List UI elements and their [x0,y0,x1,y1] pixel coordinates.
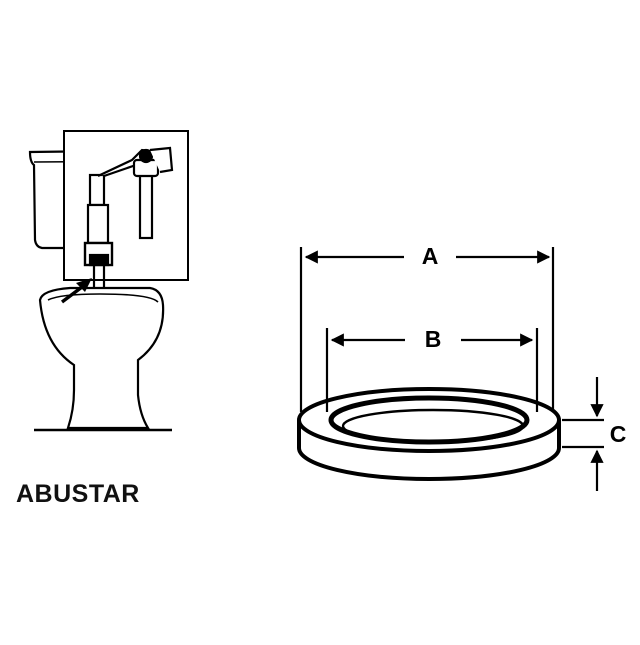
label-a: A [422,243,439,269]
toilet-illustration [28,130,189,432]
dimension-c [562,377,604,491]
label-c: C [610,421,627,447]
dimension-a [299,247,555,412]
toilet-bowl [38,286,165,430]
label-b: B [425,326,442,352]
gasket-ring [297,387,561,481]
brand-name: ABUSTAR [16,480,140,508]
pointer-arrow [60,278,92,304]
dimension-b [325,328,539,412]
